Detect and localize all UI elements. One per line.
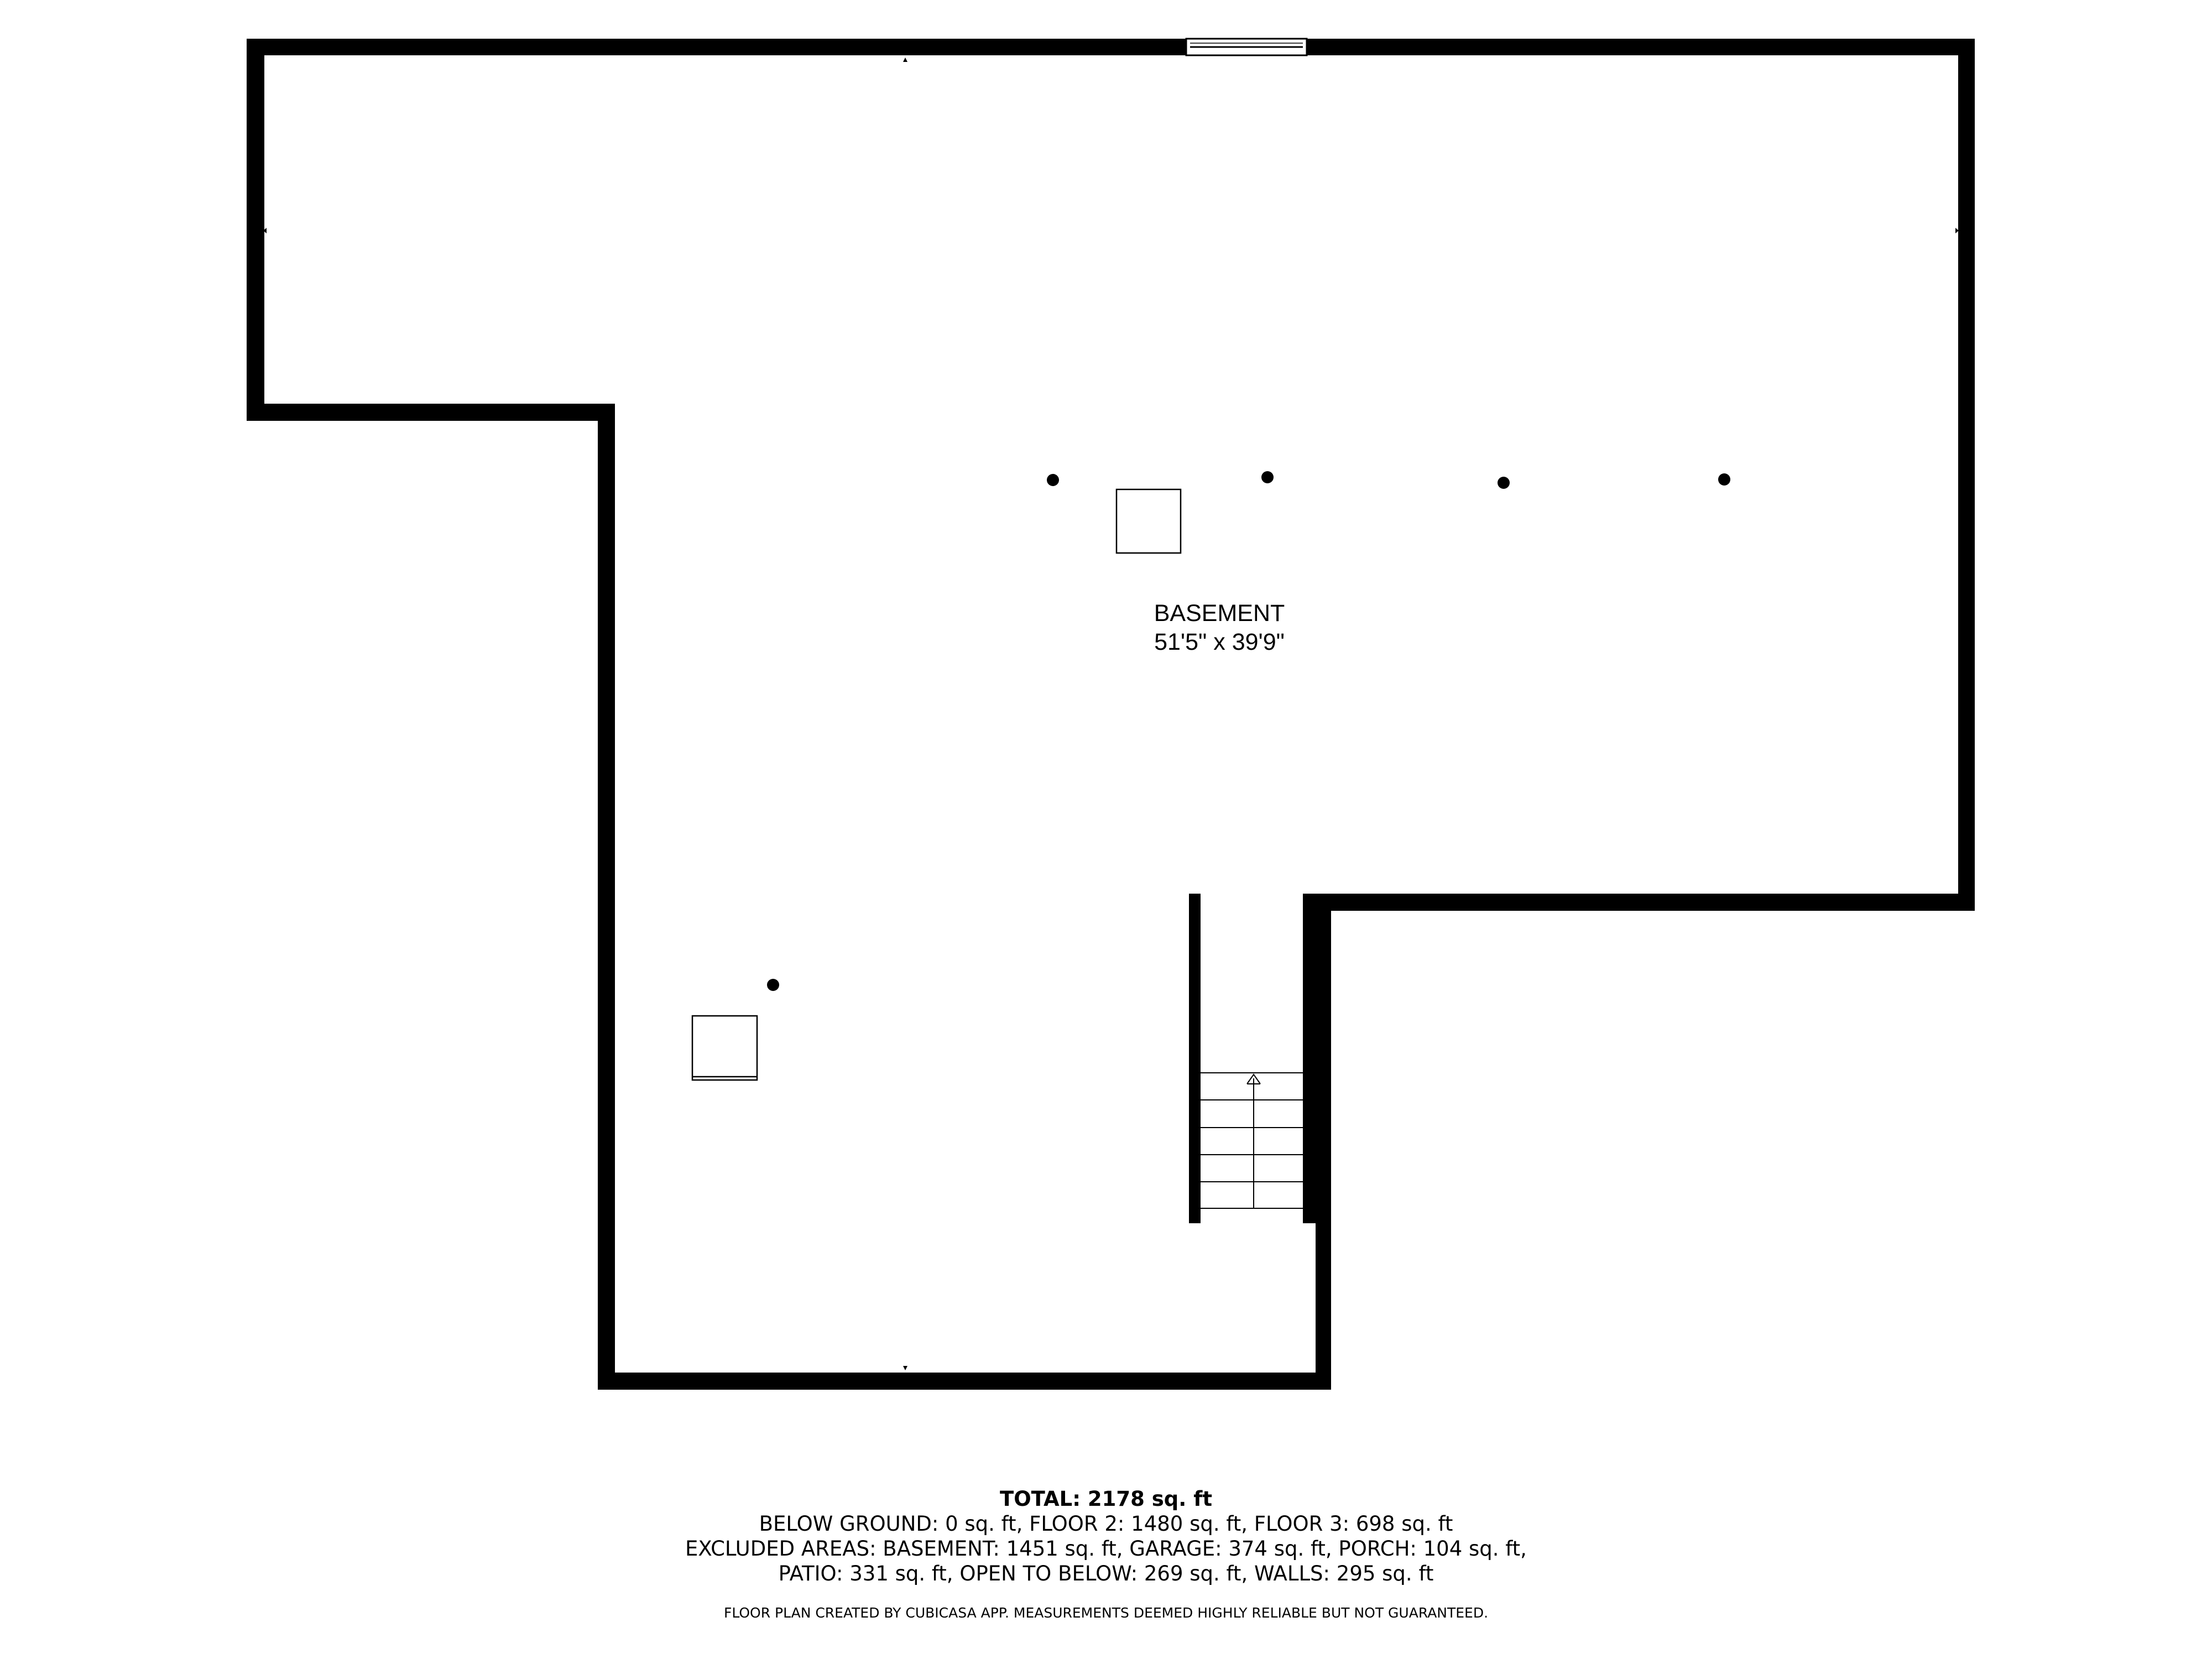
wall-stair-right-thick [1303,894,1319,1223]
disclaimer: FLOOR PLAN CREATED BY CUBICASA APP. MEAS… [723,1605,1489,1621]
support-posts [767,471,1730,991]
fixture-box-icon [1115,488,1182,554]
support-post-icon [1047,474,1059,486]
stairs-icon [1201,1072,1303,1209]
total-area: TOTAL: 2178 sq. ft [999,1487,1213,1511]
support-post-icon [1718,473,1730,486]
wall-ledge [247,404,615,421]
wall-stair-left [1189,894,1201,1223]
area-line-2: EXCLUDED AREAS: BASEMENT: 1451 sq. ft, G… [685,1537,1527,1561]
wall-bottom [598,1373,1331,1390]
support-post-icon [767,979,779,991]
wall-left-lower [598,404,615,1390]
room-dimensions: 51'5" x 39'9" [1154,629,1285,655]
wall-left-upper [247,39,264,420]
area-line-3: PATIO: 331 sq. ft, OPEN TO BELOW: 269 sq… [778,1562,1434,1585]
area-summary: TOTAL: 2178 sq. ft BELOW GROUND: 0 sq. f… [0,1486,2212,1586]
wall-right [1958,39,1975,911]
area-line-1: BELOW GROUND: 0 sq. ft, FLOOR 2: 1480 sq… [759,1512,1453,1536]
support-post-icon [1261,471,1274,483]
dimension-marker-icon [263,58,1959,1370]
room-name: BASEMENT [1154,600,1285,627]
fixture-box-icon [691,1015,758,1081]
wall-top [247,39,1975,55]
room-label: BASEMENT 51'5" x 39'9" [1012,599,1427,656]
up-arrow-icon [1246,1073,1261,1084]
wall-right-lower [1303,894,1975,911]
window-icon [1185,38,1308,56]
exterior-walls [247,39,1975,1390]
support-post-icon [1498,477,1510,489]
